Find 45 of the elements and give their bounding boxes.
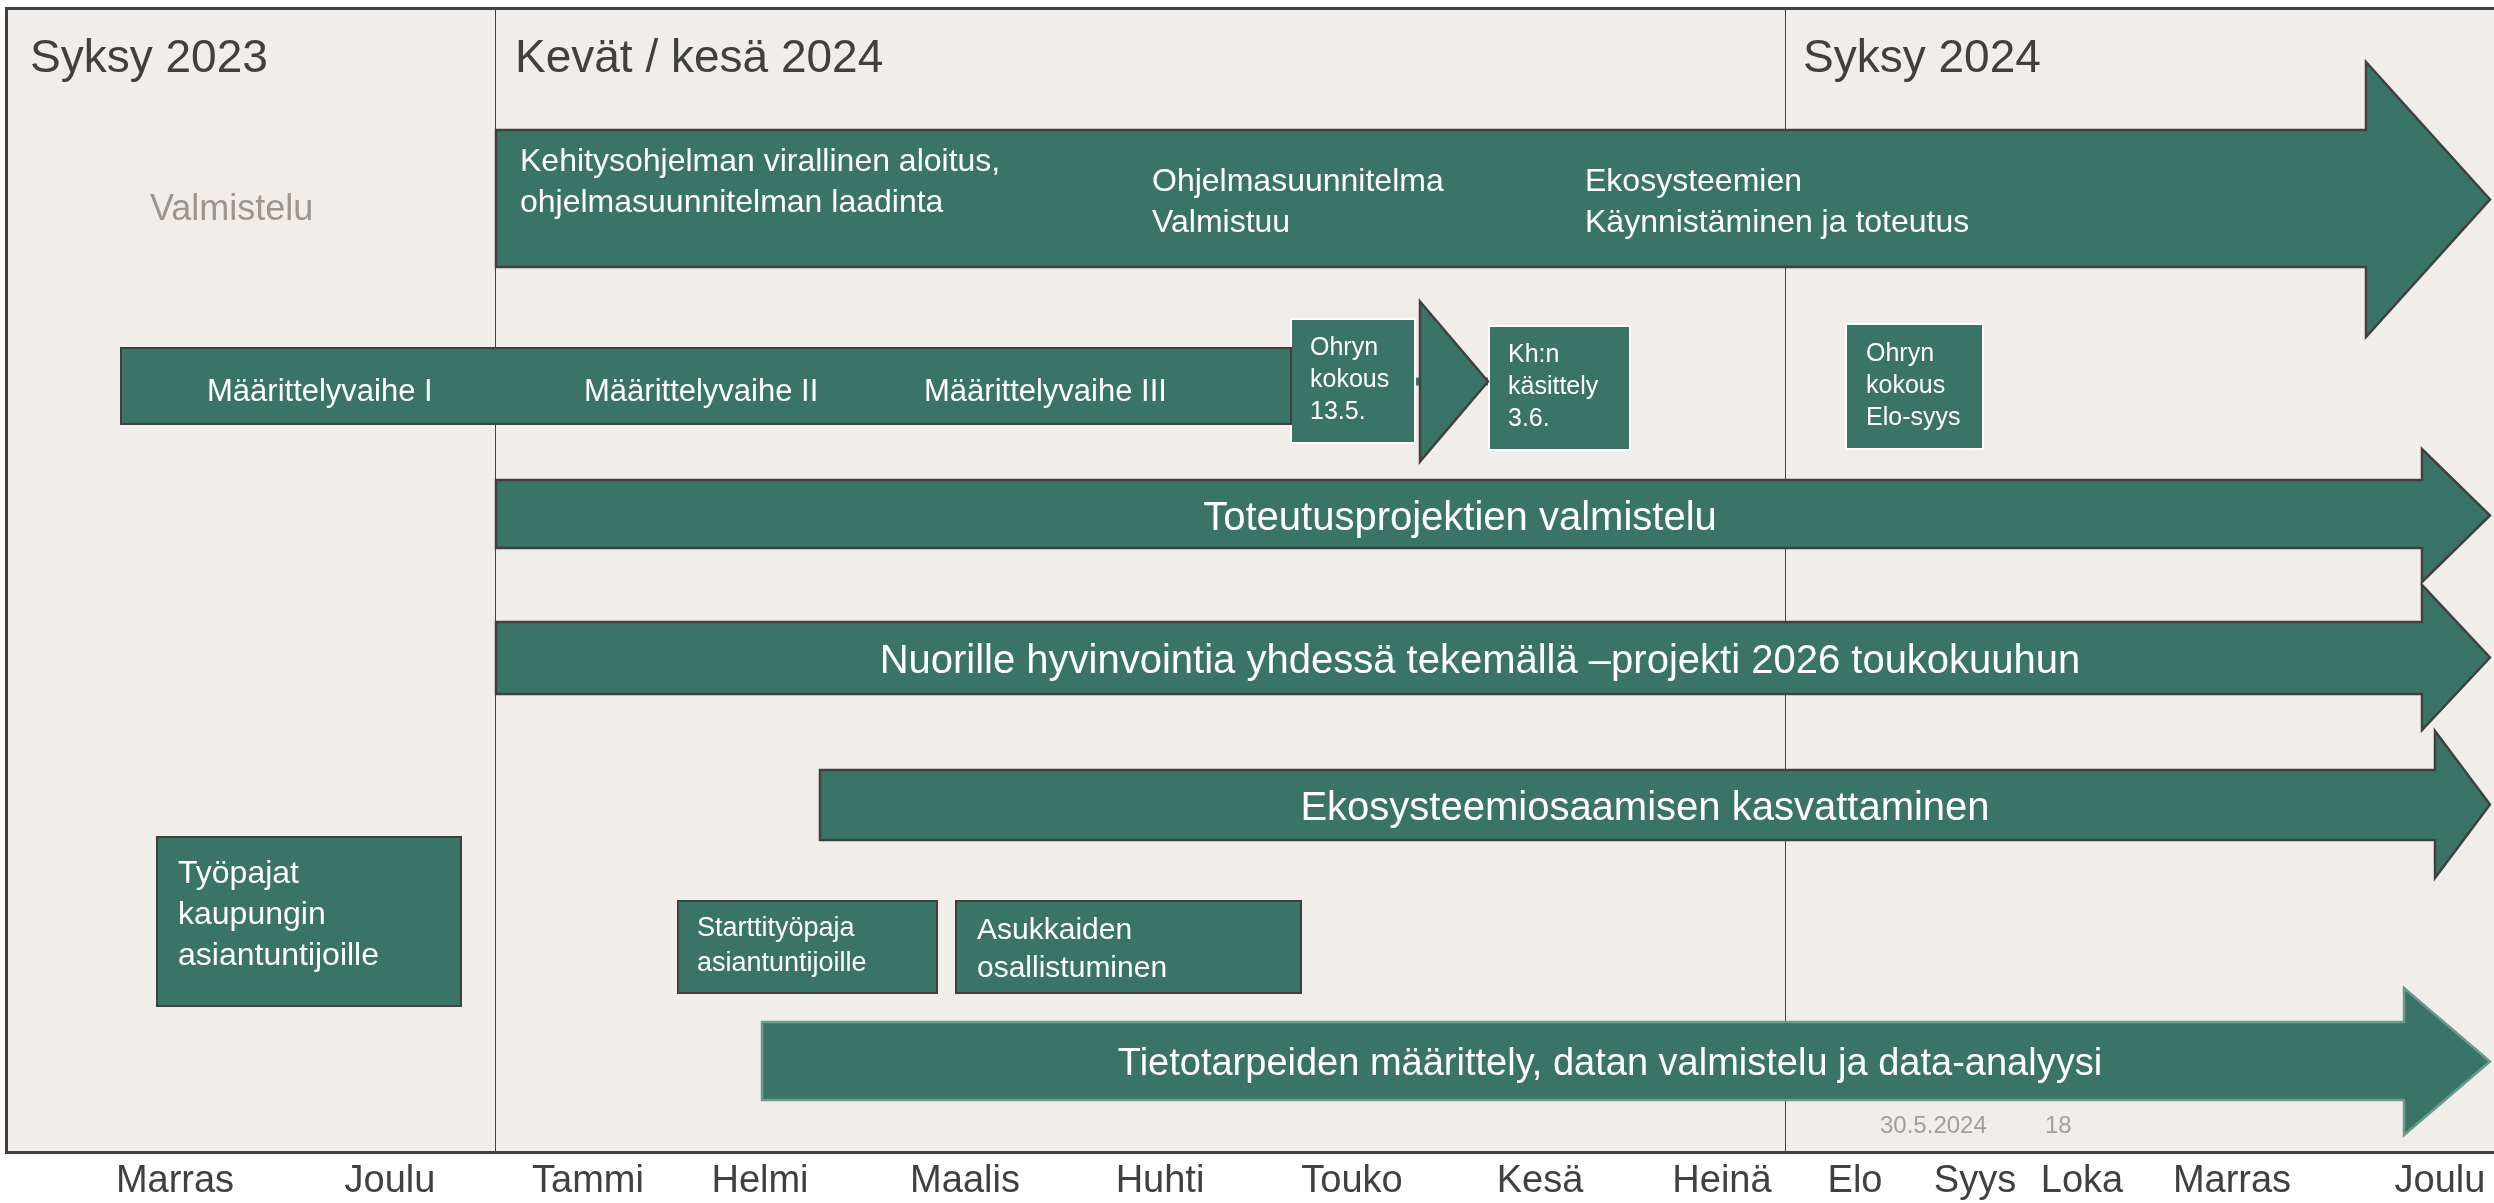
arrow-text: Kehitysohjelman virallinen aloitus, ohjelmasuunnitelman laadinta — [520, 141, 1002, 221]
arrow-text: Toteutusprojektien valmistelu — [1202, 493, 1718, 540]
box-text: Kh:n käsittely 3.6. — [1508, 338, 1600, 433]
month-label: Joulu — [343, 1160, 437, 1198]
column-heading: Syksy 2024 — [1803, 29, 2041, 84]
box-text: Ohryn kokous Elo-syys — [1866, 337, 1962, 432]
box-text: Asukkaiden osallistuminen — [977, 911, 1169, 986]
box-text: Työpajat kaupungin asiantuntijoille — [178, 853, 380, 974]
arrow — [1416, 300, 1490, 463]
month-label: Heinä — [1671, 1160, 1773, 1198]
milestone-box — [1290, 318, 1416, 444]
milestone-box — [955, 900, 1302, 994]
arrow-band — [496, 585, 2490, 730]
milestone-box — [1845, 323, 1984, 450]
date-label: 30.5.2024 — [1880, 1113, 1987, 1137]
milestone-box — [677, 900, 938, 994]
arrow-text: Tietotarpeiden määrittely, datan valmistelu ja data-analyysi — [1116, 1040, 2104, 1085]
month-label: Marras — [2171, 1160, 2293, 1198]
box-text: Ohryn kokous 13.5. — [1310, 331, 1391, 426]
month-label: Tammi — [531, 1160, 645, 1198]
arrow-text: Ekosysteemiosaamisen kasvattaminen — [1299, 783, 1991, 830]
month-label: Kesä — [1495, 1160, 1585, 1198]
month-label: Maalis — [909, 1160, 1021, 1198]
arrow-band — [762, 988, 2490, 1135]
month-label: Touko — [1300, 1160, 1404, 1198]
month-label: Marras — [114, 1160, 236, 1198]
arrow-text: Ekosysteemien Käynnistäminen ja toteutus — [1585, 161, 1971, 241]
month-label: Helmi — [710, 1160, 810, 1198]
column-heading: Syksy 2023 — [30, 29, 268, 84]
timeline-column — [5, 7, 498, 1154]
phase-bar — [120, 347, 1292, 425]
milestone-box — [1488, 325, 1631, 451]
month-label: Joulu — [2393, 1160, 2487, 1198]
month-label: Huhti — [1114, 1160, 1206, 1198]
phase-text: Määrittelyvaihe III — [924, 372, 1167, 410]
arrow-text: Ohjelmasuunnitelma Valmistuu — [1152, 161, 1445, 241]
milestone-box — [156, 836, 462, 1007]
box-text: Starttityöpaja asiantuntijoille — [697, 911, 868, 979]
arrow-band — [496, 449, 2490, 582]
phase-text: Määrittelyvaihe I — [207, 372, 433, 410]
arrow-text: Nuorille hyvinvointia yhdessä tekemällä –projekti 2026 toukokuuhun — [878, 636, 2082, 683]
phase-text: Määrittelyvaihe II — [584, 372, 819, 410]
column-heading: Kevät / kesä 2024 — [515, 29, 884, 84]
page-number: 18 — [2045, 1113, 2072, 1137]
faint-label: Valmistelu — [150, 190, 314, 226]
